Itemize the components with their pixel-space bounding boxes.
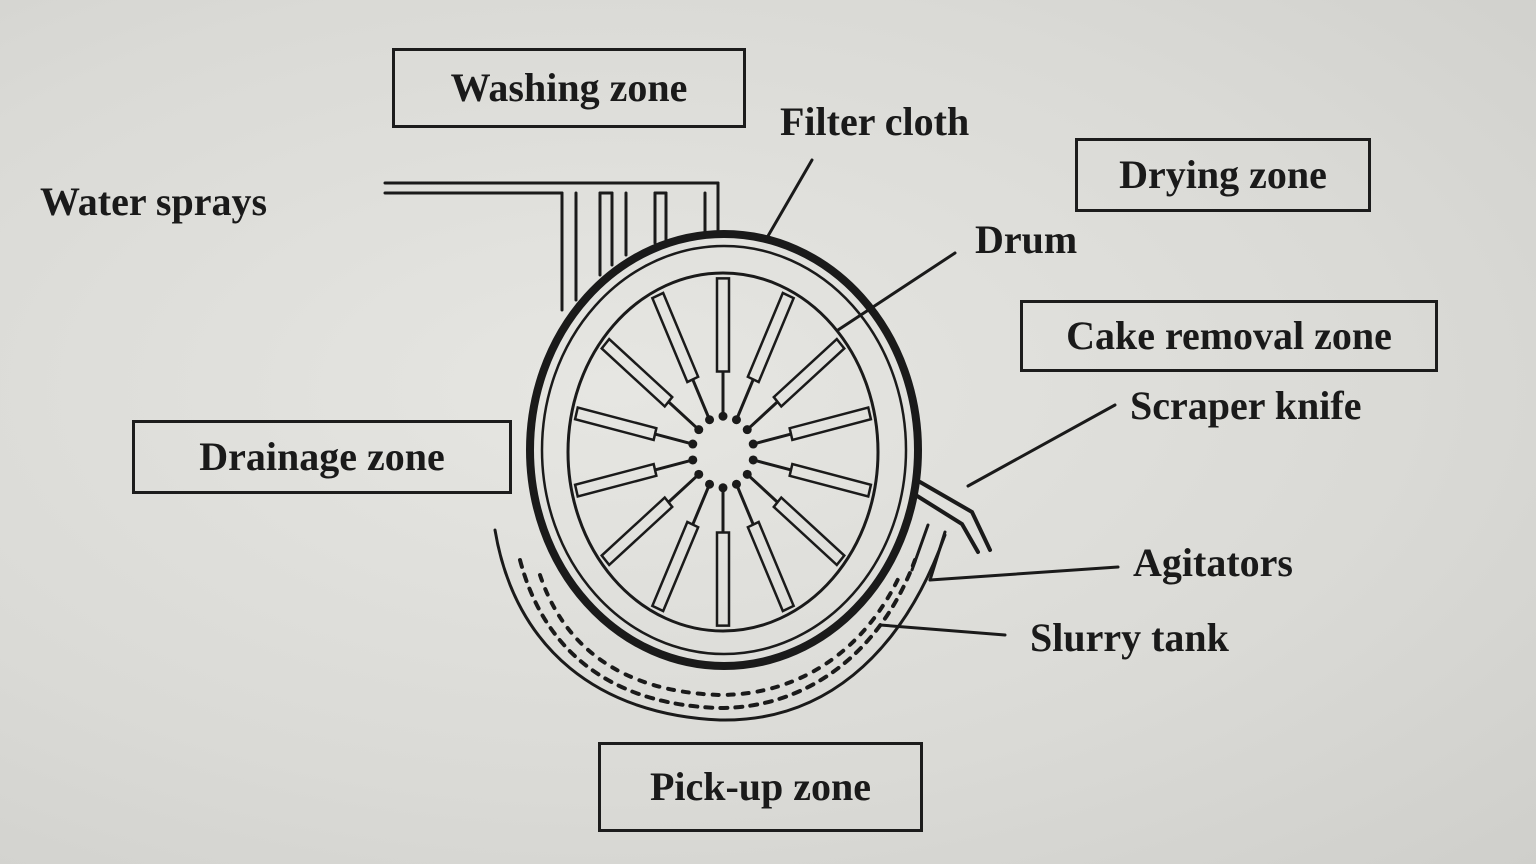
washing-zone-box: Washing zone [392, 48, 746, 128]
drum-spokes [573, 277, 873, 627]
hub-dot [748, 455, 758, 465]
filter-compartment [772, 337, 846, 409]
water-spray-pipe [383, 181, 720, 312]
scraper-knife-label: Scraper knife [1130, 383, 1362, 428]
filter-compartment [650, 291, 700, 384]
filter-compartment [715, 531, 731, 627]
hub-dot [688, 439, 698, 449]
spoke-rod [735, 378, 755, 421]
slurry-tank-label: Slurry tank [1030, 615, 1229, 660]
spoke-rod [667, 400, 700, 431]
agitators [910, 523, 947, 582]
hub-dot [731, 415, 741, 425]
hub-dot [705, 479, 715, 489]
filter-cloth-label: Filter cloth [780, 99, 970, 144]
hub-dot [731, 479, 741, 489]
filter-compartment [746, 291, 796, 384]
filter-compartment [772, 495, 846, 567]
spoke-rod [691, 378, 711, 421]
filter-compartment [600, 337, 674, 409]
hub-dot [688, 455, 698, 465]
filter-compartment [573, 462, 658, 499]
filter-compartment [573, 405, 658, 442]
hub-dot [718, 483, 728, 493]
scraper-knife-leader [966, 403, 1117, 488]
drum [526, 230, 922, 670]
spoke-rod [746, 400, 779, 431]
drainage-zone-box: Drainage zone [132, 420, 512, 494]
filter-compartment [600, 495, 674, 567]
filter-compartment [788, 405, 873, 442]
slurry-tank [493, 528, 947, 722]
agitators-label: Agitators [1133, 540, 1293, 585]
hub-dot [748, 439, 758, 449]
spoke-rod [654, 458, 694, 472]
spoke-rod [691, 483, 711, 526]
filter-compartment [788, 462, 873, 499]
drum-label: Drum [975, 217, 1078, 262]
filter-compartment [650, 520, 700, 613]
cake-removal-zone-box: Cake removal zone [1020, 300, 1438, 372]
drum-leader [836, 251, 957, 332]
spoke-rod [667, 473, 700, 504]
spoke-rod [735, 483, 755, 526]
hub-dot [694, 469, 704, 479]
filter-compartment [746, 520, 796, 613]
filter-compartment [715, 277, 731, 373]
drainage-zone-label: Drainage zone [199, 434, 445, 479]
spoke-rod [752, 432, 792, 446]
pick-up-zone-label: Pick-up zone [649, 764, 872, 809]
hub-dot [742, 469, 752, 479]
hub-dot [705, 415, 715, 425]
pick-up-zone-box: Pick-up zone [598, 742, 923, 832]
filter-cloth-leader [766, 158, 814, 238]
spoke-rod [752, 458, 792, 472]
slurry-tank-leader [878, 623, 1007, 637]
washing-zone-label: Washing zone [450, 65, 688, 110]
drying-zone-box: Drying zone [1075, 138, 1371, 212]
agitators-leader [928, 565, 1120, 582]
water-sprays-label: Water sprays [40, 179, 268, 224]
hub-dot [694, 425, 704, 435]
spoke-rod [654, 432, 694, 446]
spoke-rod [746, 473, 779, 504]
scraper-knife [912, 480, 992, 554]
hub-dot [718, 411, 728, 421]
drying-zone-label: Drying zone [1119, 152, 1327, 197]
cake-removal-zone-label: Cake removal zone [1066, 313, 1392, 358]
hub-dot [742, 425, 752, 435]
